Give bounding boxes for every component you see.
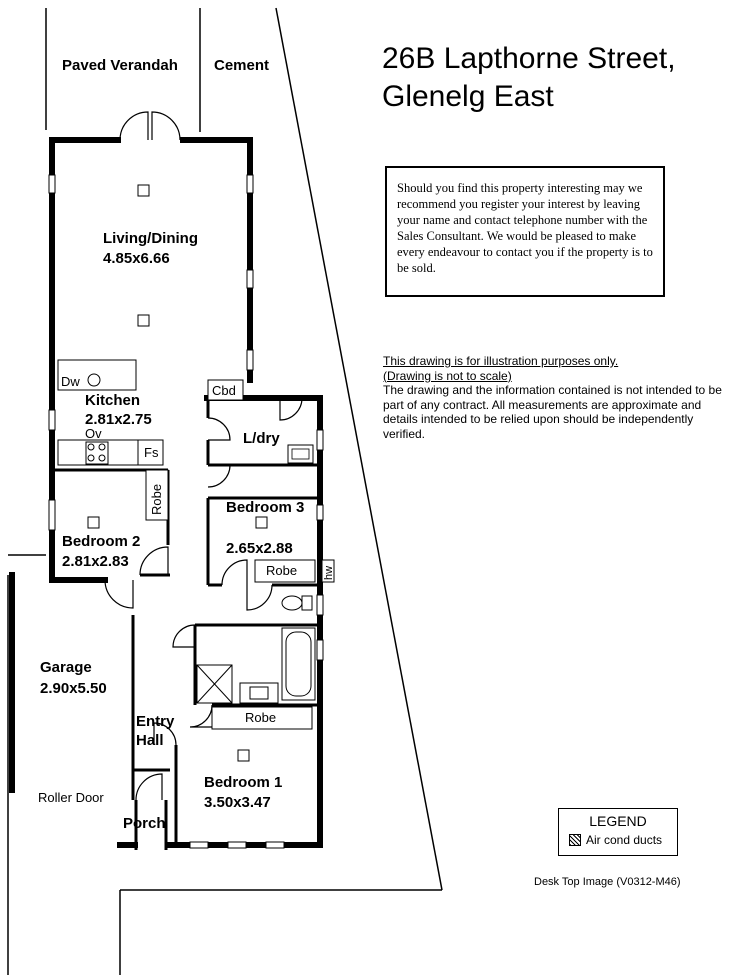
porch-label: Porch	[123, 815, 166, 832]
kitchen-name: Kitchen	[85, 392, 140, 409]
shower-icon	[196, 664, 233, 704]
legend-row: Air cond ducts	[569, 833, 677, 847]
roller-door-label: Roller Door	[38, 790, 104, 805]
laundry-label: L/dry	[243, 430, 280, 447]
entry-hall-line1: Entry	[136, 713, 175, 730]
disclaimer-line-1: This drawing is for illustration purpose…	[383, 354, 619, 368]
laundry-trough-icon	[287, 444, 314, 464]
sink-icon	[87, 373, 101, 387]
kitchen-size: 2.81x2.75	[85, 411, 152, 428]
bed1-robe-label: Robe	[245, 710, 276, 725]
garage-name: Garage	[40, 659, 92, 676]
hot-water-label: hw	[323, 566, 335, 580]
legend-title: LEGEND	[589, 813, 647, 829]
bedroom1-name: Bedroom 1	[204, 774, 282, 791]
register-interest-notice: Should you find this property interestin…	[385, 166, 665, 297]
windows	[48, 174, 324, 849]
living-dining-size: 4.85x6.66	[103, 250, 170, 267]
air-cond-duct-swatch-icon	[569, 834, 581, 846]
bedroom3-size: 2.65x2.88	[226, 540, 293, 557]
bedroom1-size: 3.50x3.47	[204, 794, 271, 811]
cement-label: Cement	[214, 57, 269, 74]
legend-item-label: Air cond ducts	[586, 833, 663, 847]
property-boundary	[7, 7, 443, 975]
built-in-robes	[145, 379, 335, 730]
bedroom2-name: Bedroom 2	[62, 533, 140, 550]
legend-box: LEGEND Air cond ducts	[558, 808, 678, 856]
address-line-1: 26B Lapthorne Street,	[382, 42, 676, 75]
dishwasher-label: Dw	[61, 374, 80, 389]
garage-size: 2.90x5.50	[40, 680, 107, 697]
disclaimer-body: The drawing and the information containe…	[383, 383, 722, 441]
entry-hall-line2: Hall	[136, 732, 164, 749]
disclaimer: This drawing is for illustration purpose…	[383, 354, 728, 441]
property-address: 26B Lapthorne Street, Glenelg East	[382, 40, 676, 116]
air-cond-duct-icons	[87, 184, 268, 762]
vanity-icon	[239, 682, 279, 704]
bed3-robe-label: Robe	[266, 563, 297, 578]
notice-text: Should you find this property interestin…	[397, 181, 653, 275]
living-dining-name: Living/Dining	[103, 230, 198, 247]
bedroom2-size: 2.81x2.83	[62, 553, 129, 570]
exterior-walls	[9, 137, 323, 848]
oven-label: Ov	[85, 426, 102, 441]
bedroom3-name: Bedroom 3	[226, 499, 304, 516]
image-code: Desk Top Image (V0312-M46)	[534, 876, 681, 888]
cooktop-icon	[85, 441, 109, 465]
bed2-robe-label: Robe	[149, 484, 164, 515]
disclaimer-line-2: (Drawing is not to scale)	[383, 368, 512, 383]
cupboard-label: Cbd	[212, 383, 236, 398]
address-line-2: Glenelg East	[382, 80, 554, 113]
bath-icon	[281, 627, 316, 701]
fridge-space-label: Fs	[144, 445, 159, 460]
toilet-icon	[281, 595, 313, 611]
paved-verandah-label: Paved Verandah	[62, 57, 178, 74]
